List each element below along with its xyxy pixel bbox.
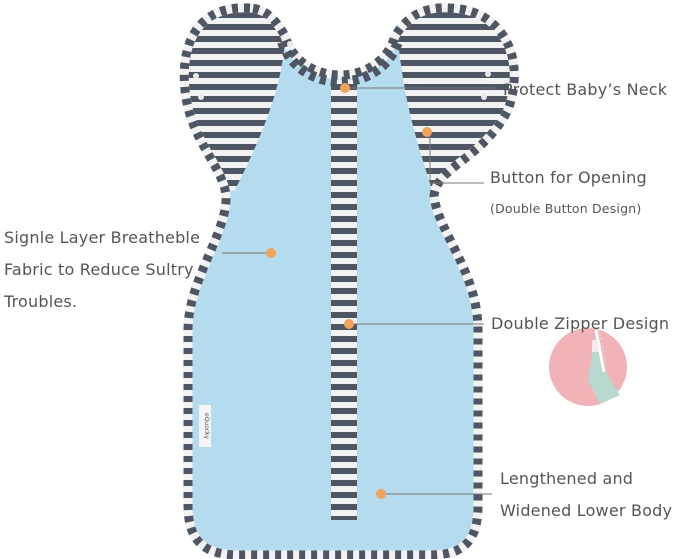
snap-button-icon [481, 94, 487, 100]
label-lower-1: Lengthened and [500, 469, 634, 488]
marker-dot-icon [266, 248, 276, 258]
marker-dot-icon [422, 127, 432, 137]
marker-dot-icon [344, 319, 354, 329]
marker-dot-icon [376, 489, 386, 499]
snap-button-icon [198, 94, 204, 100]
marker-dot-icon [340, 83, 350, 93]
label-button-opening: Button for Opening [490, 168, 647, 187]
label-button-sub: (Double Button Design) [490, 201, 642, 216]
snap-button-icon [287, 41, 293, 47]
zipper-strip [331, 80, 357, 520]
label-lower-2: Widened Lower Body [500, 501, 673, 520]
label-zipper: Double Zipper Design [491, 314, 670, 333]
label-fabric-3: Troubles. [4, 292, 78, 311]
label-protect-neck: Protect Baby’s Neck [503, 80, 668, 99]
label-fabric-2: Fabric to Reduce Sultry [4, 260, 194, 279]
markers [266, 83, 432, 499]
brand-tag [199, 405, 211, 447]
zipper-inset-photo [549, 328, 627, 406]
label-fabric-1: Signle Layer Breatheble [4, 228, 201, 247]
brand-tag-text: eQuocky [203, 413, 210, 439]
trim-light [179, 3, 519, 559]
snap-button-icon [193, 73, 199, 79]
snap-button-icon [485, 71, 491, 77]
